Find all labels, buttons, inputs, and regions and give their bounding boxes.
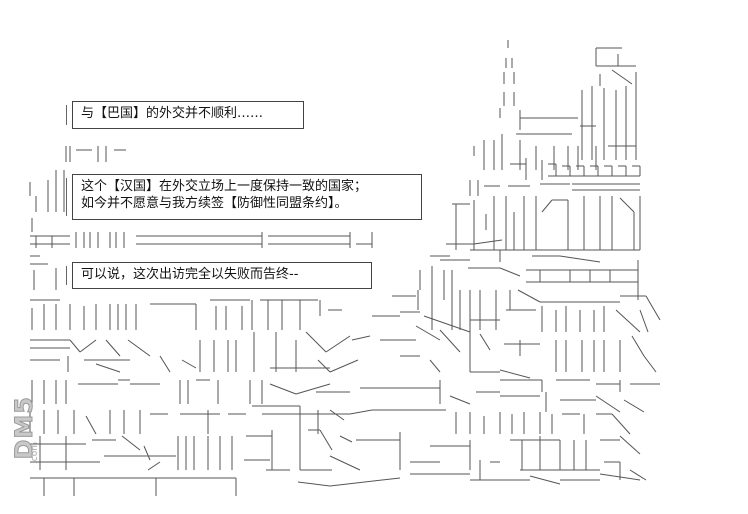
caption-box-han-alliance: 这个【汉国】在外交立场上一度保持一致的国家； 如今并不愿意与我方续签【防御性同盟… bbox=[66, 174, 422, 220]
caption-box-visit-failed: 可以说，这次出访完全以失败而告终-- bbox=[66, 262, 372, 289]
caption-line: 这个【汉国】在外交立场上一度保持一致的国家； bbox=[81, 179, 368, 194]
left-buildings-art bbox=[29, 146, 373, 301]
middle-buildings-art bbox=[29, 299, 470, 496]
watermark-domain-text: .com bbox=[30, 442, 40, 465]
caption-line: 如今并不愿意与我方续签【防御性同盟条约】。 bbox=[81, 196, 348, 211]
site-watermark: DM5 .com bbox=[8, 396, 41, 502]
caption-box-bashu-diplomacy: 与【巴国】的外交并不顺利…… bbox=[66, 101, 304, 129]
castle-tower-art bbox=[372, 40, 661, 485]
caption-line: 与【巴国】的外交并不顺利…… bbox=[81, 106, 264, 121]
caption-line: 可以说，这次出访完全以失败而告终-- bbox=[81, 267, 299, 282]
